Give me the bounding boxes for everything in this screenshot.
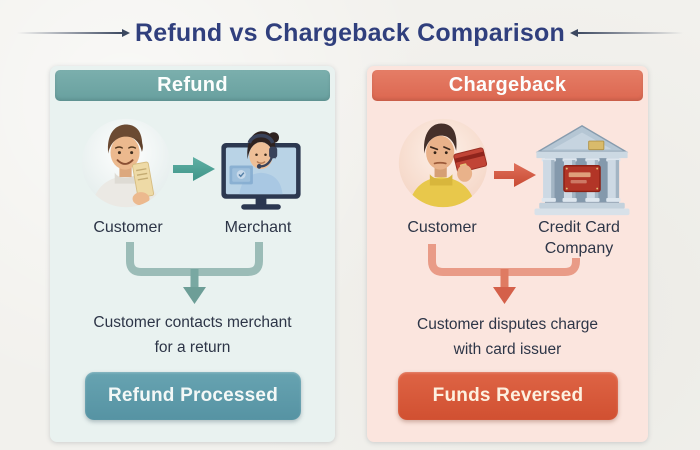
chargeback-issuer-label-line2: Company <box>544 240 614 257</box>
arrow-right-icon <box>173 157 215 181</box>
chargeback-outcome-banner: Funds Reversed <box>398 372 618 420</box>
refund-outcome-banner: Refund Processed <box>85 372 301 420</box>
chargeback-issuer-label: Credit Card Company <box>524 217 634 259</box>
merge-arrow-down-icon <box>126 242 263 304</box>
customer-avatar-icon <box>81 118 171 208</box>
bank-icon <box>534 125 630 216</box>
chargeback-panel-title: Chargeback <box>448 74 567 96</box>
page-title-row: Refund vs Chargeback Comparison <box>0 15 700 51</box>
refund-merchant-label: Merchant <box>224 219 292 236</box>
line-arrow-left-icon <box>569 29 683 37</box>
arrow-right-icon <box>494 163 536 187</box>
refund-description-line1: Customer contacts merchant <box>93 314 292 331</box>
refund-description-line2: for a return <box>154 339 231 356</box>
refund-outcome-label: Refund Processed <box>107 385 279 406</box>
merge-arrow-down-icon <box>428 244 580 304</box>
refund-panel-title: Refund <box>157 74 228 96</box>
refund-panel-header: Refund <box>55 70 330 101</box>
chargeback-description: Customer disputes charge with card issue… <box>367 312 648 362</box>
chargeback-customer-label: Customer <box>407 219 477 236</box>
line-arrow-right-icon <box>17 29 131 37</box>
chargeback-panel-header: Chargeback <box>372 70 643 101</box>
chargeback-panel: Chargeback <box>367 66 648 442</box>
chargeback-description-line2: with card issuer <box>453 341 562 358</box>
customer-card-avatar-icon <box>398 118 488 208</box>
chargeback-description-line1: Customer disputes charge <box>417 316 598 333</box>
merchant-monitor-icon <box>221 131 301 210</box>
refund-customer-label: Customer <box>93 219 163 236</box>
page-title: Refund vs Chargeback Comparison <box>135 18 565 47</box>
chargeback-outcome-label: Funds Reversed <box>432 385 584 406</box>
refund-panel: Refund <box>50 66 335 442</box>
chargeback-issuer-label-line1: Credit Card <box>538 219 620 236</box>
refund-description: Customer contacts merchant for a return <box>50 310 335 360</box>
